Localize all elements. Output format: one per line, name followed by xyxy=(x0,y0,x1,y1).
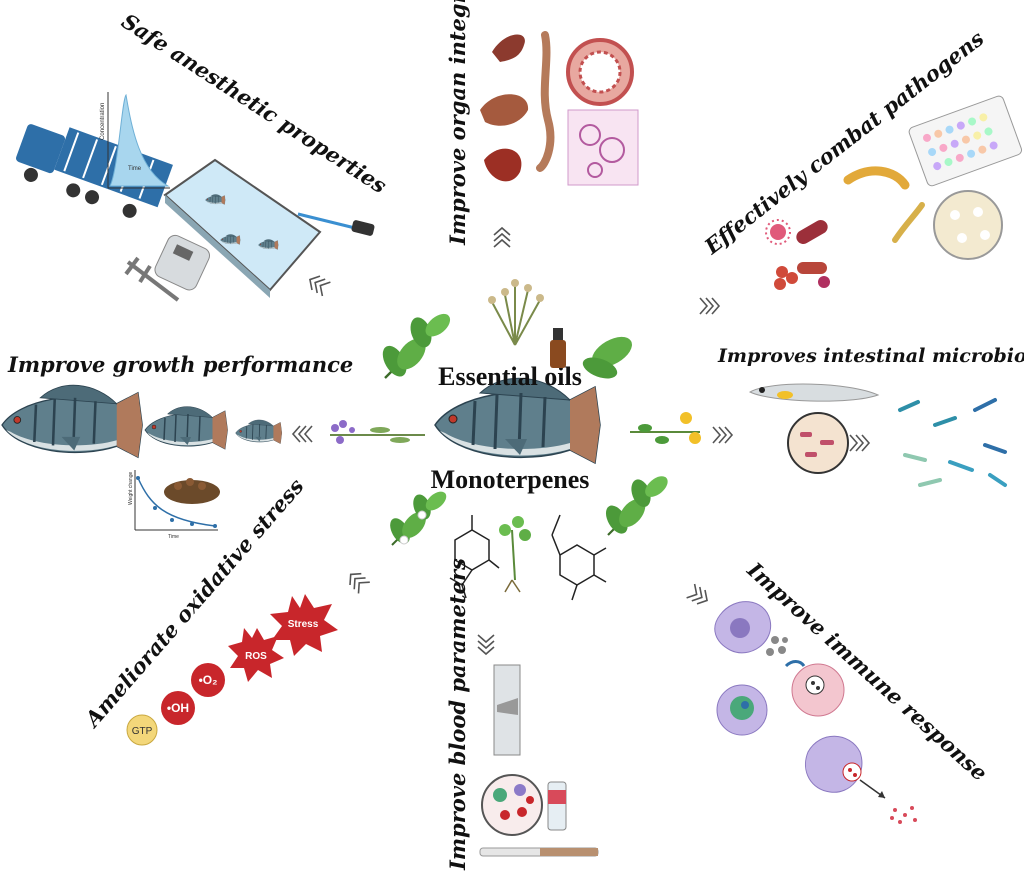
fungus-spore-icon xyxy=(818,276,830,288)
antibody-icon xyxy=(784,660,806,668)
eugenol-molecule-icon xyxy=(551,514,607,601)
kidney-icon xyxy=(492,34,525,62)
histology-slide-icon xyxy=(567,109,639,186)
superoxide-badge: •O₂ xyxy=(191,663,225,697)
virus-icon xyxy=(765,219,791,245)
basil-leaf-icon xyxy=(582,336,632,379)
blood-arrows xyxy=(477,634,495,655)
weight-graph: Weight change Time xyxy=(128,470,218,540)
particles-icon xyxy=(890,806,917,824)
release-arrow-icon xyxy=(859,779,886,799)
tree-branch-icon xyxy=(600,471,673,539)
svg-text:•O₂: •O₂ xyxy=(199,673,218,687)
thymol-molecule-icon xyxy=(449,515,500,599)
stress-badge: Stress xyxy=(270,594,338,656)
growth-time-label: Time xyxy=(168,534,179,540)
yellow-flower-sprig-icon xyxy=(630,412,701,444)
growth-label: Improve growth performance xyxy=(7,352,353,377)
aquarium-tank-icon xyxy=(163,158,322,298)
blood-smear-icon xyxy=(481,774,543,836)
parasite-worm-icon xyxy=(843,166,910,190)
concentration-graph: Concentration Time xyxy=(100,92,170,189)
weight-axis-label: Weight change xyxy=(128,472,134,505)
larva-icon xyxy=(892,202,925,243)
meter-device-icon xyxy=(154,234,211,291)
pathogens-arrows xyxy=(699,297,720,315)
anesthetic-section: Safe anesthetic properties Concentration… xyxy=(16,8,391,302)
intestine-crosssection-icon xyxy=(566,38,634,106)
pathogens-section: Effectively combat pathogens xyxy=(699,26,1023,315)
organ-arrows xyxy=(493,227,511,248)
blood-label: Improve blood parameters xyxy=(445,558,470,871)
test-tube-icon xyxy=(547,781,567,831)
bacillus-chain-icon xyxy=(797,262,827,274)
liver-icon xyxy=(480,94,529,126)
immune-label: Improve immune response xyxy=(742,556,993,785)
oxidative-section: Ameliorate oxidative stress GTP •OH •O₂ … xyxy=(79,473,371,746)
blood-section: Improve blood parameters xyxy=(445,558,599,871)
anesthetic-arrows xyxy=(305,271,332,297)
organ-label: Improve organ integrity xyxy=(445,0,470,246)
bacteria-cluster-icon xyxy=(898,398,1007,487)
medium-fish-icon xyxy=(144,405,229,450)
growth-section: Improve growth performance Weight change… xyxy=(0,352,353,540)
well-plate-icon xyxy=(908,95,1023,187)
intestine-icon xyxy=(536,31,555,172)
concentration-axis-label: Concentration xyxy=(100,103,106,140)
neutrophil-icon xyxy=(791,663,845,717)
growth-arrows xyxy=(292,425,313,443)
time-axis-label: Time xyxy=(128,166,142,172)
capillary-tube-icon xyxy=(479,847,599,857)
dropper-icon xyxy=(297,212,375,236)
organ-section: Improve organ integrity xyxy=(445,0,639,248)
large-fish-icon xyxy=(0,383,144,459)
feed-pellets-icon xyxy=(164,478,220,504)
hydroxyl-badge: •OH xyxy=(161,691,195,725)
svg-text:ROS: ROS xyxy=(245,651,267,662)
microbiota-label: Improves intestinal microbiota xyxy=(717,345,1024,367)
macrophage-icon xyxy=(714,601,788,656)
lavender-sprig-icon xyxy=(330,420,425,444)
petri-dish-icon xyxy=(933,190,1003,260)
monoterpenes-label: Monoterpenes xyxy=(431,465,590,494)
ros-badge: ROS xyxy=(228,628,284,682)
bacterium-icon xyxy=(796,220,828,245)
caliper-icon xyxy=(124,256,180,302)
oil-bottle-icon xyxy=(550,328,566,368)
larval-fish-icon xyxy=(748,383,880,402)
microscope-slide-icon xyxy=(493,664,521,756)
microbiota-inner-arrows xyxy=(849,434,870,452)
microbiota-section: Improves intestinal microbiota xyxy=(712,345,1024,487)
gtp-badge: GTP xyxy=(126,714,158,746)
spleen-icon xyxy=(484,148,522,182)
svg-text:Stress: Stress xyxy=(288,619,319,630)
jasmine-sprig-icon xyxy=(385,486,451,549)
center-group: Essential oils Monoterpenes xyxy=(330,279,701,601)
rosemary-plant-icon xyxy=(488,279,544,346)
immune-section: Improve immune response xyxy=(685,556,993,824)
phagocyte-icon xyxy=(805,735,863,793)
svg-text:GTP: GTP xyxy=(132,726,153,737)
oxidative-label: Ameliorate oxidative stress xyxy=(79,473,309,732)
immune-arrows xyxy=(685,583,712,609)
herb-plant-icon xyxy=(499,516,531,593)
oxidative-arrows xyxy=(344,567,371,595)
lymphocyte-icon xyxy=(716,684,768,736)
microbiota-arrows xyxy=(712,426,733,444)
cocci-cluster-icon xyxy=(774,266,798,290)
gut-zoom-icon xyxy=(787,412,849,474)
svg-text:•OH: •OH xyxy=(167,701,189,715)
small-fish-icon xyxy=(235,419,283,445)
